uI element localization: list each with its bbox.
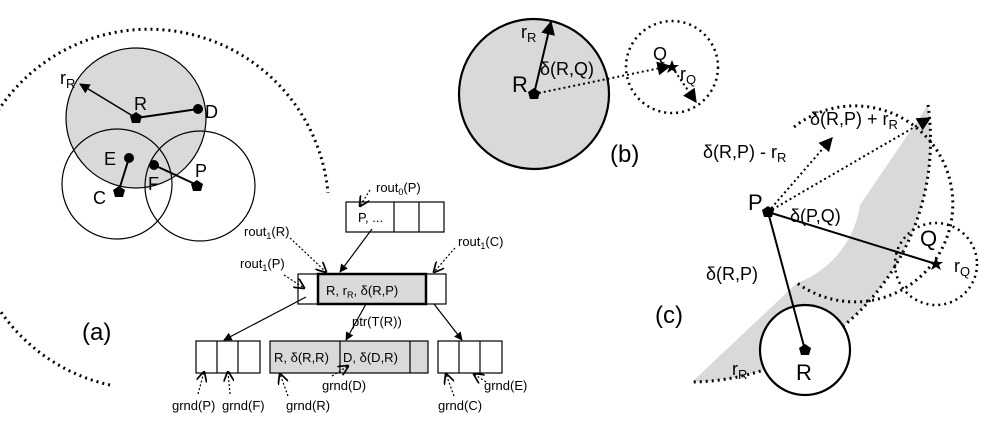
panel-c: P Q R rR rQ δ(R,P) + rR δ(R,P) - rR δ(P,… bbox=[655, 104, 979, 397]
center-child-entry1: R, δ(R,R) bbox=[274, 350, 329, 365]
arrow-grnd-P bbox=[198, 372, 204, 395]
dist-R-Q-b bbox=[533, 61, 672, 95]
top-node-cell: P, ... bbox=[358, 210, 383, 225]
arrow-grnd-E bbox=[474, 374, 487, 382]
arrow-grnd-C bbox=[446, 374, 455, 397]
arrow-to-center-child bbox=[345, 303, 367, 341]
arrow-to-left-child bbox=[223, 296, 307, 341]
label-grnd-C: grnd(C) bbox=[438, 398, 482, 413]
arrow-top-to-middle bbox=[339, 228, 373, 273]
label-dRP: δ(R,P) bbox=[706, 264, 758, 284]
label-rQ-b: rQ bbox=[680, 64, 696, 87]
right-child-node bbox=[437, 340, 503, 374]
dist-P-R bbox=[767, 211, 806, 351]
top-node: P, ... bbox=[345, 201, 445, 233]
arrow-rout1-C bbox=[434, 247, 456, 272]
dist-P-Q bbox=[767, 211, 937, 265]
label-rout0-P: rout0(P) bbox=[376, 180, 421, 197]
panel-b-label: (b) bbox=[610, 141, 639, 168]
ball-C bbox=[61, 128, 173, 240]
point-C bbox=[113, 186, 125, 197]
arrow-rout0-P bbox=[360, 189, 371, 206]
ball-P bbox=[144, 130, 256, 242]
label-rR-c: rR bbox=[732, 359, 747, 382]
arrow-to-right-child bbox=[433, 303, 463, 341]
middle-node-entry: R, rR, δ(R,P) bbox=[326, 283, 398, 300]
arrow-grnd-D bbox=[331, 366, 348, 377]
point-E bbox=[124, 153, 134, 163]
label-P-c: P bbox=[748, 190, 763, 215]
label-ptr-TR: ptr(T(R)) bbox=[352, 314, 402, 329]
edge-E-C bbox=[118, 157, 130, 191]
label-rR-b: rR bbox=[521, 22, 536, 45]
label-R-b: R bbox=[512, 72, 528, 97]
radius-R-b bbox=[533, 20, 555, 95]
inner-arc bbox=[793, 104, 955, 304]
edge-F-P bbox=[153, 164, 198, 186]
label-grnd-P: grnd(P) bbox=[172, 398, 215, 413]
radius-arrow bbox=[79, 83, 137, 119]
label-grnd-F: grnd(F) bbox=[222, 398, 265, 413]
panel-c-label: (c) bbox=[655, 302, 683, 329]
ball-Q-c bbox=[893, 221, 979, 307]
label-F: F bbox=[148, 174, 159, 194]
radius-label: rR bbox=[60, 68, 75, 91]
arrow-grnd-R bbox=[280, 374, 289, 397]
arrow-grnd-F bbox=[228, 372, 230, 395]
label-dPQ: δ(P,Q) bbox=[790, 206, 841, 226]
label-grnd-R: grnd(R) bbox=[286, 398, 330, 413]
arrow-outer-radius bbox=[767, 117, 932, 213]
label-P: P bbox=[195, 161, 207, 181]
panel-a: rR R D E C F P (a) P, ... rout0(P) R, rR… bbox=[0, 27, 527, 413]
point-R bbox=[130, 112, 142, 123]
point-D bbox=[193, 104, 203, 114]
edge-R-D bbox=[135, 108, 199, 119]
label-inner: δ(R,P) - rR bbox=[703, 142, 786, 165]
arrow-inner-radius bbox=[767, 136, 833, 213]
label-grnd-E: grnd(E) bbox=[484, 378, 527, 393]
point-Q-c bbox=[929, 257, 943, 270]
label-rQ-c: rQ bbox=[954, 256, 970, 279]
panel-a-label: (a) bbox=[82, 319, 111, 346]
label-dist-b: δ(R,Q) bbox=[540, 59, 594, 79]
point-Q-b bbox=[665, 60, 679, 73]
label-R-c: R bbox=[796, 360, 812, 385]
left-child-node bbox=[195, 340, 261, 374]
label-rout1-C: rout1(C) bbox=[458, 234, 503, 251]
point-R-c bbox=[799, 344, 811, 355]
label-grnd-D: grnd(D) bbox=[322, 378, 366, 393]
label-Q-c: Q bbox=[920, 226, 937, 251]
outer-arc bbox=[691, 104, 933, 384]
label-R: R bbox=[134, 94, 147, 114]
panel-b: R Q rR rQ δ(R,Q) (b) bbox=[457, 17, 720, 171]
label-rout1-P: rout1(P) bbox=[240, 256, 285, 273]
label-E: E bbox=[104, 149, 116, 169]
covering-arc bbox=[0, 27, 330, 387]
label-D: D bbox=[205, 102, 218, 122]
arrow-rout1-R bbox=[289, 237, 326, 272]
middle-node: R, rR, δ(R,P) bbox=[297, 272, 447, 306]
center-child-entry2: D, δ(D,R) bbox=[343, 350, 398, 365]
center-child-node: R, δ(R,R) D, δ(D,R) bbox=[269, 340, 429, 374]
point-R-b bbox=[528, 88, 540, 99]
radius-Q-b bbox=[671, 66, 697, 104]
point-F bbox=[149, 160, 159, 170]
label-rout1-R: rout1(R) bbox=[244, 224, 289, 241]
point-P-c bbox=[762, 206, 774, 217]
ball-Q-b bbox=[624, 19, 720, 115]
label-Q-b: Q bbox=[653, 44, 667, 64]
label-outer: δ(R,P) + rR bbox=[810, 109, 898, 132]
point-P bbox=[191, 180, 203, 191]
label-C: C bbox=[93, 188, 106, 208]
